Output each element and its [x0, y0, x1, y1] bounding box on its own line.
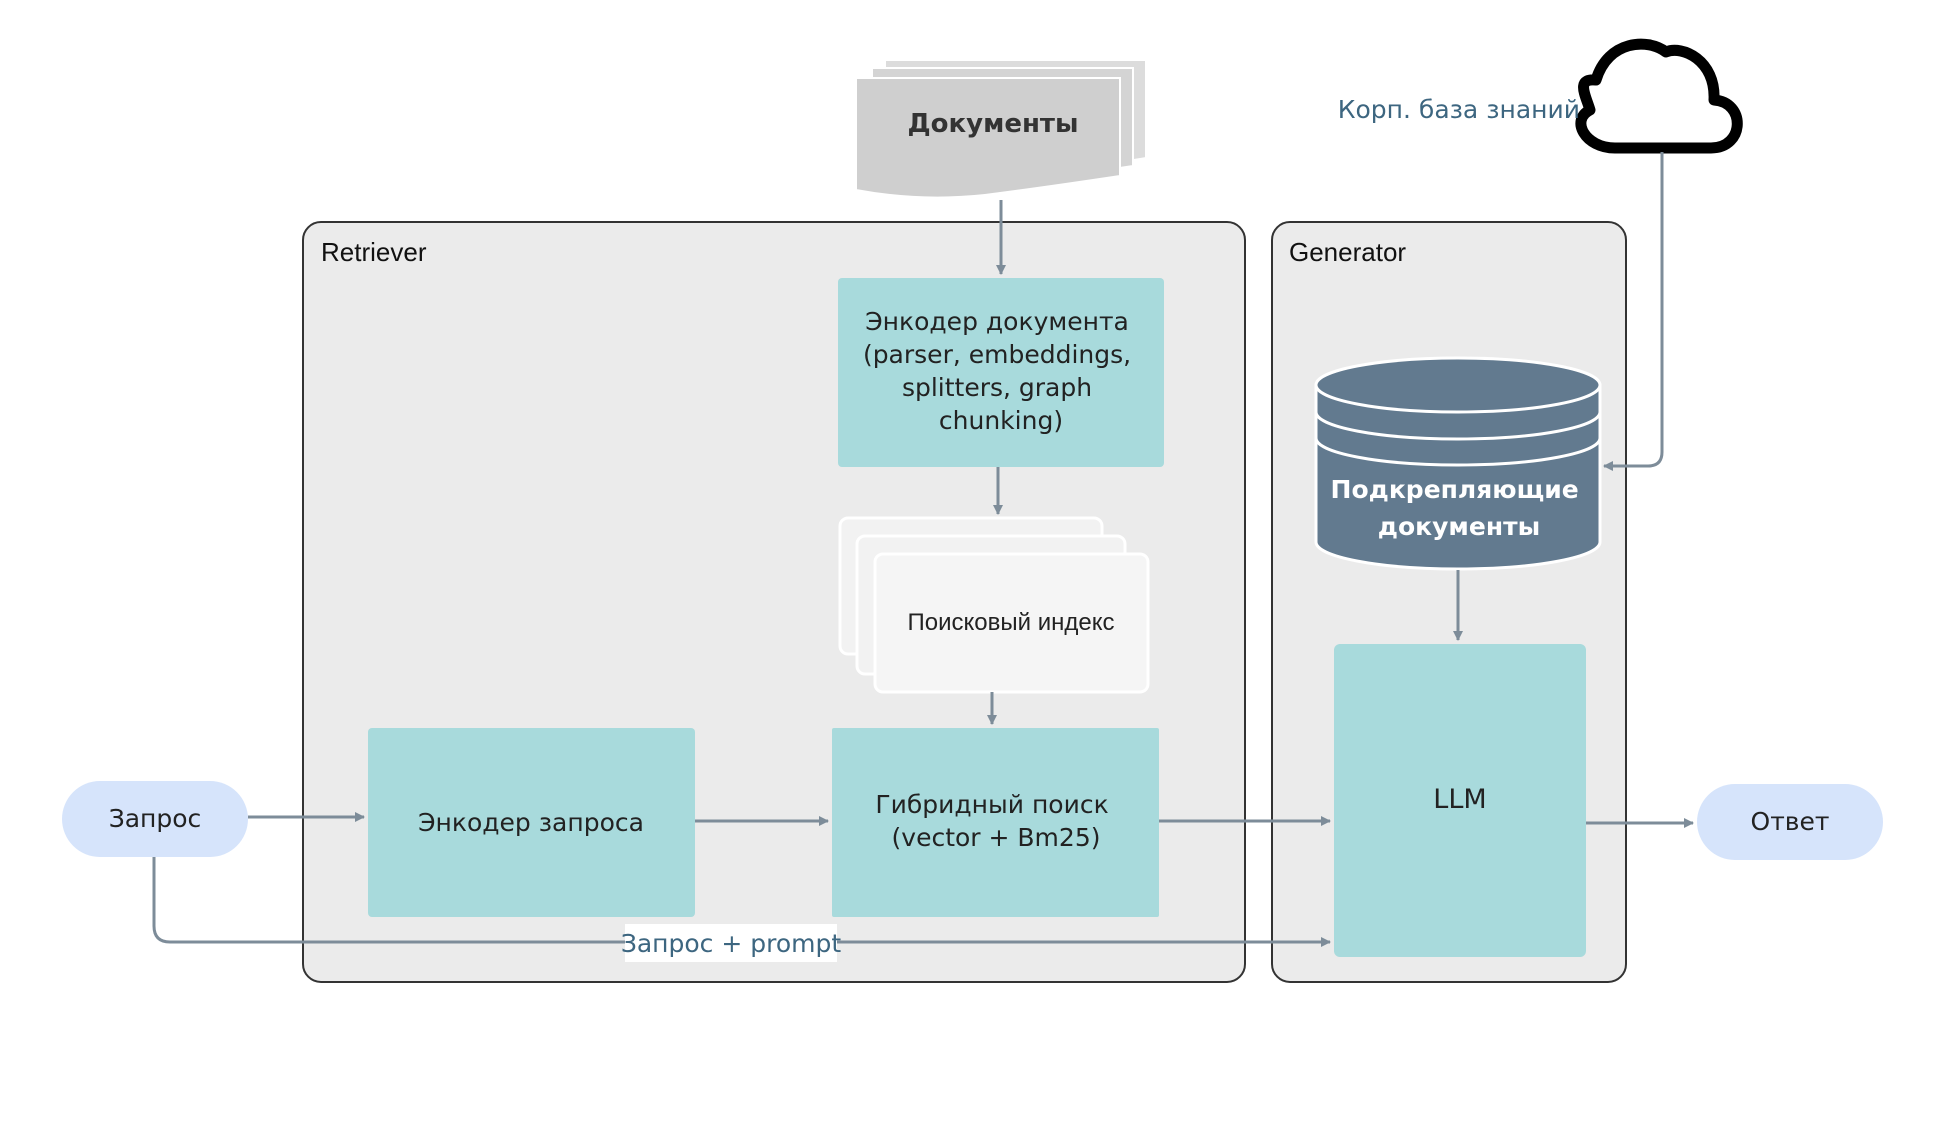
generator-label: Generator [1289, 237, 1406, 267]
hybrid-search-text: Гибридный поиск (vector + Bm25) [875, 790, 1116, 852]
query-encoder-box [368, 728, 695, 917]
documents-label: Документы [907, 109, 1078, 139]
search-index-stack [838, 516, 1150, 694]
doc-encoder-line-2: (parser, embeddings, [863, 340, 1131, 369]
hybrid-search-box [832, 728, 1159, 917]
supporting-docs-line-2: документы [1378, 512, 1540, 541]
doc-encoder-line-4: chunking) [939, 406, 1063, 435]
query-prompt-label: Запрос + prompt [621, 929, 842, 958]
arrow-query-prompt-to-llm [152, 857, 1331, 947]
hybrid-search-line-2: (vector + Bm25) [892, 823, 1101, 852]
llm-box [1334, 644, 1586, 957]
database-icon [1314, 356, 1602, 571]
retriever-label: Retriever [321, 237, 427, 267]
knowledge-base-label: Корп. база знаний [1338, 95, 1580, 124]
query-prompt-label-bg [625, 924, 837, 962]
llm-label: LLM [1433, 784, 1486, 815]
answer-pill [1697, 784, 1883, 860]
query-label: Запрос [109, 804, 202, 833]
answer-label: Ответ [1751, 807, 1830, 836]
cloud-icon [1575, 38, 1743, 154]
doc-encoder-line-3: splitters, graph [902, 373, 1092, 402]
doc-encoder-text: Энкодер документа (parser, embeddings, s… [863, 307, 1139, 435]
supporting-docs-text: Подкрепляющие документы [1331, 475, 1588, 541]
documents-stack-icon [855, 59, 1147, 199]
arrow-cloud-to-db [1603, 152, 1664, 471]
doc-encoder-box [838, 278, 1164, 467]
query-encoder-label: Энкодер запроса [418, 808, 644, 837]
doc-encoder-line-1: Энкодер документа [865, 307, 1129, 336]
search-index-label: Поисковый индекс [908, 609, 1115, 636]
supporting-docs-line-1: Подкрепляющие [1331, 475, 1579, 504]
hybrid-search-line-1: Гибридный поиск [875, 790, 1108, 819]
query-pill [62, 781, 248, 857]
